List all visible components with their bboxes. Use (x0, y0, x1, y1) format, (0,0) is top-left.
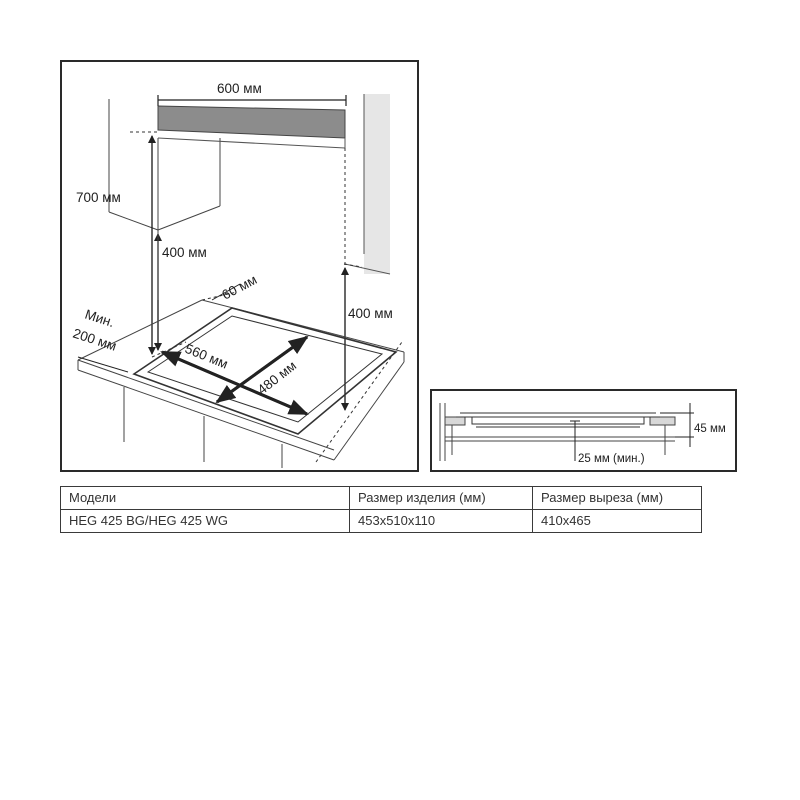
header-cutout-size: Размер выреза (мм) (532, 486, 702, 510)
label-45mm: 45 мм (694, 423, 726, 435)
label-700mm: 700 мм (76, 190, 121, 205)
hob-outline (132, 307, 398, 435)
label-560mm: 560 мм (183, 341, 230, 372)
countertop (77, 230, 405, 468)
cell-cutout-size: 410x465 (532, 509, 702, 533)
table-header-row: Модели Размер изделия (мм) Размер выреза… (60, 486, 702, 510)
label-25mm-min: 25 мм (мин.) (578, 453, 645, 465)
section-hob (456, 412, 660, 428)
header-product-size: Размер изделия (мм) (349, 486, 533, 510)
cell-model: HEG 425 BG/HEG 425 WG (60, 509, 350, 533)
installation-diagram: 600 мм 700 мм 400 мм 400 мм 60 мм Мин. 2… (60, 60, 419, 472)
section-dimension-lines (570, 403, 694, 461)
spec-table: Модели Размер изделия (мм) Размер выреза… (60, 486, 702, 533)
installation-diagram-svg: 600 мм 700 мм 400 мм 400 мм 60 мм Мин. 2… (71, 81, 405, 468)
range-hood (157, 105, 346, 149)
section-countertop (439, 403, 676, 461)
header-models: Модели (60, 486, 350, 510)
label-480mm: 480 мм (255, 358, 300, 397)
cutout-dimension-arrows (160, 335, 309, 416)
dashed-guides (130, 131, 403, 463)
label-400mm-left: 400 мм (162, 245, 207, 260)
width-dimension-line (157, 95, 347, 106)
gap-dimension-line (211, 283, 241, 301)
table-row: HEG 425 BG/HEG 425 WG 453x510x110 410x46… (60, 509, 702, 533)
cell-product-size: 453x510x110 (349, 509, 533, 533)
section-diagram-svg: 45 мм 25 мм (мин.) (439, 403, 726, 465)
label-min: Мин. (83, 307, 116, 331)
side-dimension-line (77, 356, 129, 373)
label-60mm: 60 мм (219, 272, 259, 303)
section-diagram: 45 мм 25 мм (мин.) (430, 389, 737, 472)
right-wall-cabinet (344, 94, 391, 275)
label-400mm-right: 400 мм (348, 306, 393, 321)
label-600mm: 600 мм (217, 81, 262, 96)
left-wall-cabinet (108, 99, 221, 231)
